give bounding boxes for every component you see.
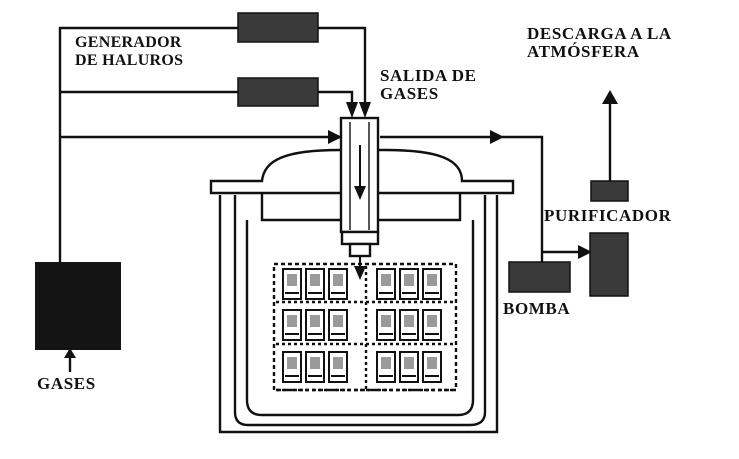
gases-label: GASES <box>37 374 96 393</box>
sample-cell-fill <box>333 357 343 369</box>
sample-cell-fill <box>404 357 414 369</box>
sample-cell-fill <box>427 274 437 286</box>
sample-cell-fill <box>404 274 414 286</box>
sample-cell-fill <box>310 357 320 369</box>
generator-label-line2: DE HALUROS <box>75 52 184 69</box>
sample-cell-fill <box>427 357 437 369</box>
discharge-label-line1: DESCARGA A LA <box>527 24 672 43</box>
sample-cell-fill <box>381 357 391 369</box>
pump-box <box>508 261 571 293</box>
sample-cell-fill <box>381 274 391 286</box>
gas-outlet-label-line1: SALIDA DE <box>380 66 477 85</box>
discharge-label-line2: ATMÓSFERA <box>527 42 640 61</box>
sample-cell-fill <box>287 315 297 327</box>
generator-label: GENERADOR DE HALUROS <box>75 34 183 70</box>
gas-outlet-label-line2: GASES <box>380 84 439 103</box>
gas-outlet-label: SALIDA DE GASES <box>380 67 477 103</box>
gas-source-box <box>35 262 121 350</box>
halide-generator-1 <box>237 12 319 43</box>
generator-label-line1: GENERADOR <box>75 34 182 51</box>
sample-cell-fill <box>404 315 414 327</box>
sample-cell-fill <box>310 274 320 286</box>
sample-cell-fill <box>381 315 391 327</box>
sample-cell-fill <box>310 315 320 327</box>
pump-label: BOMBA <box>503 299 571 318</box>
sample-trays <box>272 262 458 392</box>
flow-arrows <box>64 90 618 358</box>
gas-supply-lines <box>58 26 367 262</box>
sample-cell-fill <box>287 274 297 286</box>
purifier-box <box>589 232 629 297</box>
sample-cells <box>282 268 442 383</box>
sample-cell-fill <box>427 315 437 327</box>
sample-cell-fill <box>333 315 343 327</box>
discharge-label: DESCARGA A LA ATMÓSFERA <box>527 25 672 61</box>
injection-tube <box>339 116 380 272</box>
halide-generator-2 <box>237 77 319 107</box>
purifier-top-box <box>590 180 629 202</box>
sample-cell-fill <box>287 357 297 369</box>
purifier-label: PURIFICADOR <box>544 206 672 225</box>
sample-cell-fill <box>333 274 343 286</box>
